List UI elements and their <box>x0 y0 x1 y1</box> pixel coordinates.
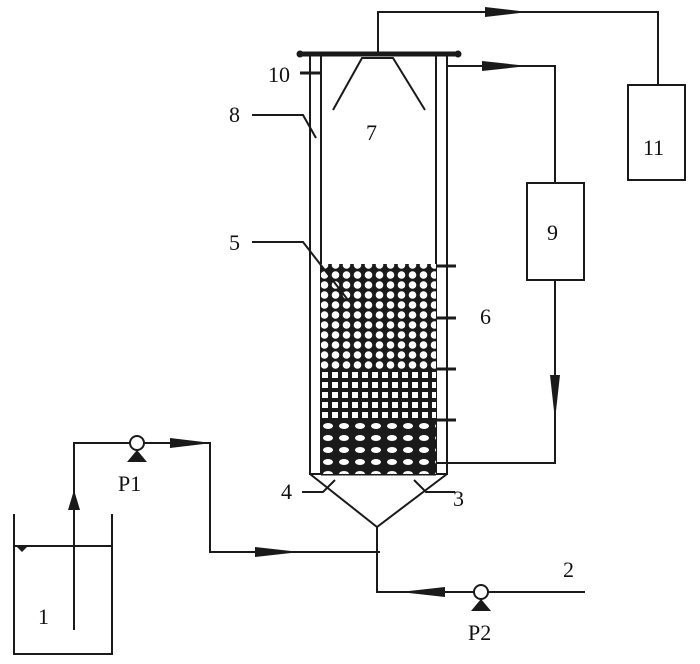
feed-line <box>68 438 380 630</box>
gas-separator <box>332 57 426 111</box>
media-hex-layer <box>321 264 436 370</box>
outlet-left-arrow <box>400 587 445 597</box>
feed-right-arrow <box>170 438 212 448</box>
label-9: 9 <box>547 220 558 245</box>
pump-p2-icon <box>471 584 491 611</box>
feed-tank <box>13 514 113 655</box>
gas-collector <box>627 84 686 181</box>
recirculation-loop <box>436 61 560 464</box>
label-4: 4 <box>281 479 292 504</box>
outlet-line <box>376 527 585 597</box>
label-1: 1 <box>38 604 49 629</box>
sampling-ports <box>436 264 456 422</box>
inlet-arrow <box>255 547 300 557</box>
label-2: 2 <box>563 557 574 582</box>
unit-9-box <box>526 182 585 281</box>
label-11: 11 <box>643 135 664 160</box>
label-7: 7 <box>366 120 377 145</box>
label-6: 6 <box>480 304 491 329</box>
conical-bottom <box>309 473 448 529</box>
media-oval-layer <box>321 418 436 474</box>
gas-arrow <box>485 7 528 17</box>
label-8: 8 <box>229 102 240 127</box>
label-5: 5 <box>229 230 240 255</box>
label-3: 3 <box>453 486 464 511</box>
recirc-right-arrow <box>482 61 528 71</box>
leader-lines <box>252 114 455 493</box>
gas-line <box>377 7 659 110</box>
pump-p1-icon <box>127 435 147 462</box>
feed-up-arrow <box>68 490 80 510</box>
label-p2: P2 <box>468 620 491 645</box>
media-grid-layer <box>321 370 436 418</box>
recirc-down-arrow <box>550 375 560 420</box>
label-p1: P1 <box>118 471 141 496</box>
label-10: 10 <box>268 62 290 87</box>
